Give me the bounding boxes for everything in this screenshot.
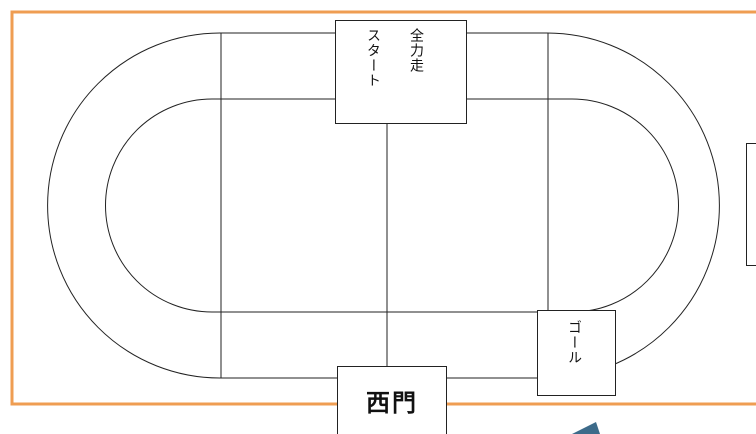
- west-gate-label: 西門: [366, 389, 418, 417]
- west-gate-box: 西門: [337, 366, 447, 434]
- start-label-start: スタート: [365, 28, 381, 88]
- arrow-shape: [572, 422, 600, 434]
- inner-track-line: [105, 98, 679, 313]
- goal-box: [537, 310, 616, 396]
- right-edge-box: [746, 143, 756, 266]
- goal-label: ゴール: [566, 320, 582, 365]
- start-box: [335, 20, 467, 124]
- start-label-sprint: 全力走: [408, 28, 424, 73]
